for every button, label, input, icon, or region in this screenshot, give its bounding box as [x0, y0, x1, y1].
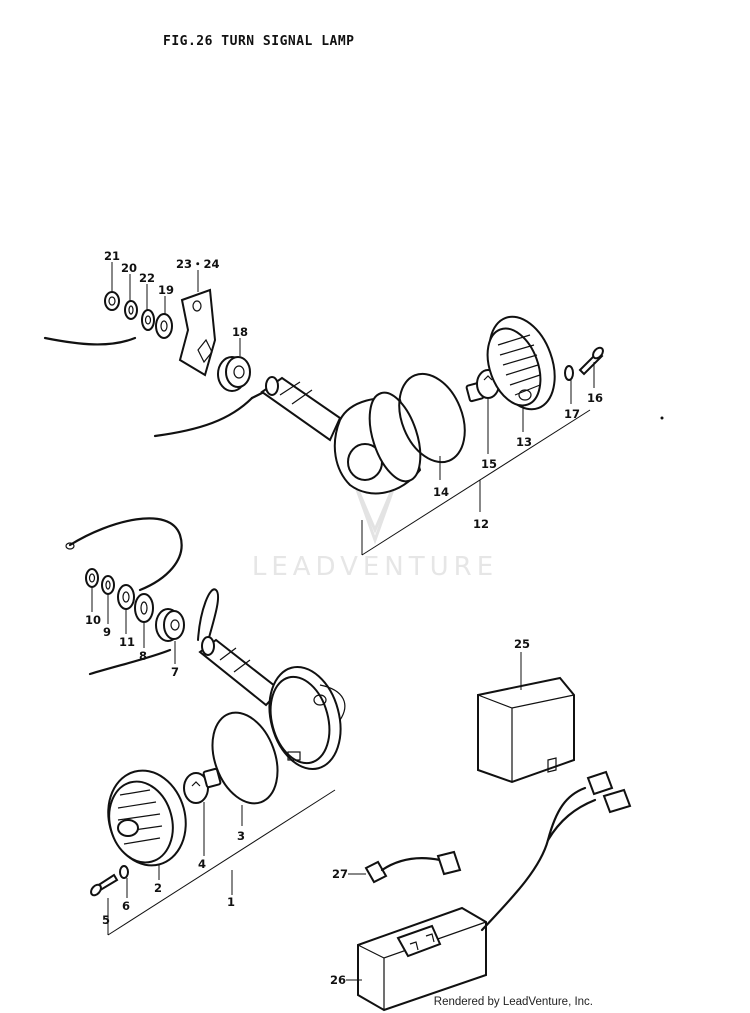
part-21-nut [104, 291, 120, 311]
lower-wire-coil [197, 588, 220, 649]
part-26-unit [357, 906, 487, 1012]
render-credit: Rendered by LeadVenture, Inc. [433, 996, 593, 1008]
part-5-screw [90, 873, 119, 897]
part-27-connector-wire [364, 850, 462, 884]
harness-connector-b [602, 788, 632, 814]
part-25-flasher-relay [477, 676, 575, 784]
part-11-washer [117, 584, 135, 610]
callout-6: 6 [122, 899, 130, 913]
part-15-bulb [465, 369, 500, 403]
callout-8: 8 [139, 649, 147, 663]
callout-27: 27 [332, 867, 348, 881]
part-23-24-bracket [178, 288, 217, 377]
part-7-grommet [155, 608, 185, 642]
callout-9: 9 [103, 625, 111, 639]
part-17-washer [564, 365, 574, 381]
callout-21: 21 [104, 249, 120, 263]
callout-10: 10 [85, 613, 101, 627]
part-10-nut [85, 568, 99, 588]
stray-mark [660, 416, 664, 420]
lower-leader-lines [91, 586, 336, 936]
callout-23-24: 23・24 [176, 257, 220, 271]
upper-stem-wire [153, 396, 254, 438]
callout-26: 26 [330, 973, 346, 987]
watermark: LEADVENTURE [251, 552, 499, 582]
part-14-gasket [398, 372, 466, 464]
upper-lamp-stem [260, 376, 342, 442]
upper-lamp-housing [333, 391, 422, 495]
callout-7: 7 [171, 665, 179, 679]
part-9-washer [101, 575, 115, 595]
part-20-washer [124, 300, 138, 320]
callout-16: 16 [587, 391, 603, 405]
part-2-lens [107, 769, 187, 867]
callout-4: 4 [198, 857, 206, 871]
lower-lamp-stem [198, 636, 282, 707]
callout-22: 22 [139, 271, 155, 285]
upper-leader-lines [111, 262, 595, 556]
callout-1: 1 [227, 895, 235, 909]
callout-2: 2 [154, 881, 162, 895]
unit-26-harness [480, 786, 587, 932]
callout-5: 5 [102, 913, 110, 927]
callout-13: 13 [516, 435, 532, 449]
lower-short-wire [88, 648, 172, 676]
part-19-washer [155, 313, 173, 339]
callout-17: 17 [564, 407, 580, 421]
part-8-washer [134, 593, 154, 623]
lower-wire-loop [68, 517, 183, 592]
callout-19: 19 [158, 283, 174, 297]
part-6-washer [119, 865, 129, 879]
callout-12: 12 [473, 517, 489, 531]
part-4-bulb [183, 767, 222, 804]
callout-25: 25 [514, 637, 530, 651]
callout-11: 11 [119, 635, 135, 649]
part-16-screw [578, 346, 604, 376]
callout-18: 18 [232, 325, 248, 339]
part-13-lens [486, 315, 556, 411]
upper-wire-lead [43, 336, 137, 346]
part-18-grommet [217, 356, 251, 392]
harness-connector-a [586, 770, 614, 796]
callout-20: 20 [121, 261, 137, 275]
callout-14: 14 [433, 485, 449, 499]
callout-3: 3 [237, 829, 245, 843]
figure-title: FIG.26 TURN SIGNAL LAMP [163, 34, 355, 49]
part-22-washer [141, 309, 155, 331]
lower-lamp-housing [268, 666, 346, 770]
callout-15: 15 [481, 457, 497, 471]
